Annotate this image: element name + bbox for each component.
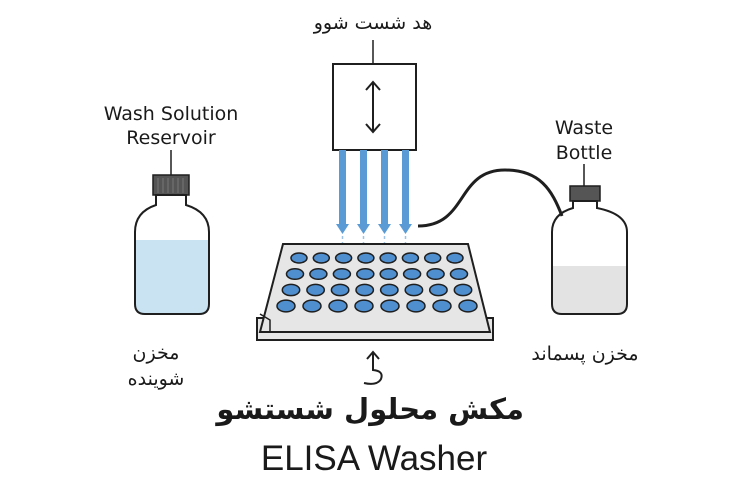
plate-well (380, 299, 400, 313)
reservoir-liquid (135, 240, 209, 314)
waste-tube (417, 168, 564, 228)
plate-well (354, 299, 374, 313)
wash-reservoir-bottle (134, 150, 210, 315)
plate-well (402, 267, 422, 281)
plate-well (449, 267, 469, 281)
plate-well (458, 299, 478, 313)
needle (402, 150, 409, 224)
plate-well (330, 283, 350, 297)
needle (339, 150, 346, 224)
microplate (256, 243, 494, 341)
plate-well (446, 252, 464, 264)
plate-well (281, 283, 301, 297)
plate-well (401, 252, 420, 264)
plate-well (306, 283, 326, 297)
double-arrow-vertical-icon (365, 80, 381, 134)
plate-wells (276, 252, 478, 313)
plate-well (334, 252, 353, 264)
title-fa: مکش محلول شستشو (216, 392, 524, 426)
needle (360, 150, 367, 224)
plate-well (309, 267, 328, 281)
plate-well (328, 299, 348, 313)
waste-bottle (551, 164, 628, 315)
title-en: ELISA Washer (260, 439, 488, 478)
needle-tip (399, 224, 412, 234)
reservoir-label-fa-line1: مخزن (132, 342, 180, 364)
curved-up-arrow-icon (363, 350, 383, 385)
plate-well (357, 252, 375, 264)
plate-well (426, 267, 445, 281)
plate-well (302, 299, 322, 313)
wash-head (332, 40, 417, 151)
plate-well (356, 267, 375, 281)
plate-well (406, 299, 426, 313)
plate-well (379, 252, 397, 264)
wash-head-box (332, 63, 417, 151)
plate-well (332, 267, 352, 281)
needle (381, 150, 388, 224)
plate-well (423, 252, 442, 264)
plate-well (453, 283, 473, 297)
reservoir-label-en-line1: Wash Solution (103, 103, 239, 125)
needle-tip (378, 224, 391, 234)
reservoir-label-fa-line2: شوینده (127, 368, 185, 390)
reservoir-body (134, 194, 210, 315)
needle-tip (336, 224, 349, 234)
reservoir-label-en-line2: Reservoir (126, 127, 216, 149)
waste-label-fa: مخزن پسماند (531, 343, 639, 365)
plate-well (379, 267, 398, 281)
waste-bottle-body (551, 200, 628, 315)
plate-well (276, 299, 296, 313)
plate-well (404, 283, 424, 297)
wash-head-label: هد شست شوو (313, 12, 433, 34)
waste-liquid (552, 266, 627, 314)
plate-well (432, 299, 452, 313)
plate-well (355, 283, 375, 297)
waste-label-en-line1: Waste (554, 117, 614, 139)
plate-well (285, 267, 305, 281)
plate-well (428, 283, 448, 297)
waste-label-en-line2: Bottle (555, 142, 613, 164)
plate-well (312, 252, 331, 264)
waste-cap (569, 185, 601, 202)
plate-well (379, 283, 399, 297)
needle-tip (357, 224, 370, 234)
plate-well (290, 252, 308, 264)
